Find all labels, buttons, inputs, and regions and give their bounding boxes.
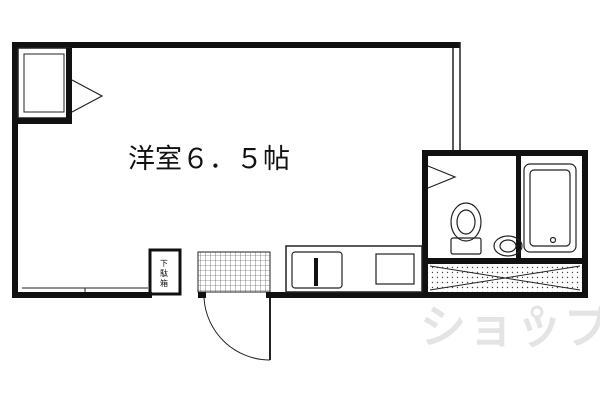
watermark: ショップ: [420, 300, 600, 354]
kitchen-counter: [285, 245, 423, 293]
watermark-mark: [530, 305, 544, 319]
main-room-right-wall: [452, 42, 461, 152]
toilet: [450, 202, 482, 255]
bathtub: [523, 163, 577, 253]
closet: [17, 47, 104, 124]
stove: [375, 253, 415, 285]
main-room-label: 洋室６．５帖: [128, 144, 290, 175]
bathroom-walls: [422, 150, 588, 298]
entrance: [179, 251, 271, 293]
shoe-box: 下 駄 箱: [148, 248, 182, 296]
shoe-box-label: 下 駄 箱: [160, 259, 171, 288]
front-door: [198, 292, 274, 361]
faucet: [314, 258, 318, 286]
wash-basin: [493, 235, 523, 257]
sink: [291, 251, 343, 289]
watermark-text: ショップ: [420, 300, 600, 354]
shoe-box-label-2: 駄: [160, 268, 168, 278]
closet-door-swing: [71, 79, 104, 113]
laundry-space: [428, 264, 582, 292]
main-room-walls: [12, 42, 460, 298]
window-bottom-left: [22, 287, 148, 292]
shoe-box-label-1: 下: [160, 259, 168, 268]
bathroom-door-swing: [427, 165, 457, 189]
shoe-box-label-3: 箱: [160, 278, 168, 288]
